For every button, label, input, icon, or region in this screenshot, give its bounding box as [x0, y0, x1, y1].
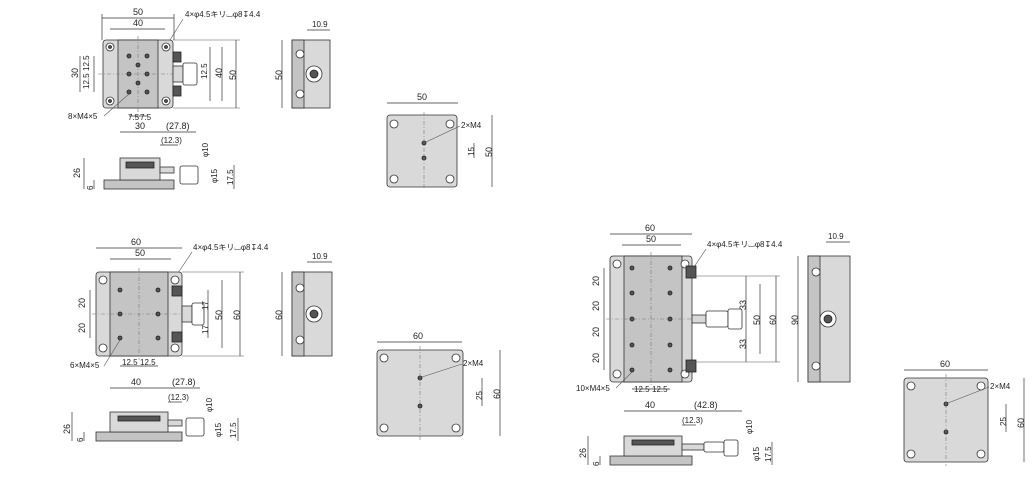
stage-c-bottom-12-5b: 12.5: [652, 385, 668, 394]
stage-c-right-33b: 33: [738, 339, 748, 349]
stage-b-right-17a: 17: [201, 301, 210, 310]
stage-a-side-height-50: 50: [274, 70, 284, 80]
stage-b-bolt-callout: 4×φ4.5キリ⌴φ8↧4.4: [193, 243, 269, 252]
stage-a-front-30: 30: [135, 121, 145, 131]
stage-a-width-50: 50: [133, 7, 143, 17]
stage-c-front-6: 6: [592, 461, 601, 466]
stage-c-front-phi10: φ10: [745, 419, 754, 434]
stage-b-base-25: 25: [475, 391, 484, 400]
stage-a-front-17-5: 17.5: [226, 169, 235, 185]
stage-b-tap-callout: 6×M4×5: [70, 361, 100, 370]
stage-a-base-50: 50: [417, 92, 427, 102]
stage-b-base-plate: 60 2×M4 25 60: [376, 331, 502, 440]
stage-b-front-phi10: φ10: [205, 397, 214, 412]
stage-c-pitch-20b: 20: [591, 301, 601, 311]
stage-c-side-view: 10.9 90: [790, 232, 851, 383]
stage-a-front-6: 6: [86, 185, 95, 190]
stage-b-pitch-20a: 20: [77, 298, 87, 308]
stage-c-pitch-20d: 20: [591, 353, 601, 363]
stage-c-bottom-12-5a: 12.5: [634, 385, 650, 394]
stage-c-front-40: 40: [645, 400, 655, 410]
stage-b-top-view: 60 50 4×φ4.5キリ⌴φ8↧4.4 20 20 17 17 50 60 …: [70, 237, 269, 370]
stage-b-base-60: 60: [413, 331, 423, 341]
stage-b-front-27-8: (27.8): [172, 377, 196, 387]
stage-a-front-12-3: (12.3): [161, 136, 182, 145]
stage-a-base-plate: 50 2×M4 15 50: [386, 92, 494, 190]
stage-b-width-60: 60: [131, 237, 141, 247]
stage-c-front-view: 40 (42.8) (12.3) φ10 26 6 φ15 17.5: [578, 400, 773, 466]
stage-c-base-plate: 60 2×M4 25 60: [903, 359, 1026, 466]
stage-c-base-h60: 60: [1016, 418, 1026, 428]
stage-c-front-26: 26: [578, 448, 588, 458]
stage-c-front-42-8: (42.8): [694, 400, 718, 410]
stage-c-front-12-3: (12.3): [682, 416, 703, 425]
stage-a-base-tap: 2×M4: [461, 121, 482, 130]
stage-b-front-view: 40 (27.8) (12.3) φ10 26 6 φ15 17.5: [62, 377, 239, 442]
stage-a-right-50: 50: [228, 70, 238, 80]
stage-a-base-15: 15: [467, 147, 476, 156]
stage-b-front-phi15: φ15: [214, 422, 223, 437]
stage-b-width-50: 50: [135, 248, 145, 258]
stage-a-front-phi15: φ15: [210, 168, 219, 183]
stage-c-front-phi15: φ15: [752, 446, 761, 461]
stage-c-right-60: 60: [768, 315, 778, 325]
stage-c-right-50: 50: [752, 315, 762, 325]
stage-b-front-12-3: (12.3): [168, 393, 189, 402]
stage-b-base-h60: 60: [492, 389, 502, 399]
stage-c-side-10-9: 10.9: [828, 232, 844, 241]
stage-b-front-17-5: 17.5: [229, 422, 238, 438]
stage-c-base-25: 25: [999, 417, 1008, 426]
stage-b-side-10-9: 10.9: [312, 252, 328, 261]
stage-a-side-view: 10.9 50: [274, 20, 331, 109]
stage-c-width-50: 50: [646, 234, 656, 244]
stage-b-side-height-60: 60: [274, 310, 284, 320]
stage-b-right-17b: 17: [201, 325, 210, 334]
stage-a-width-40: 40: [133, 18, 143, 28]
stage-b-right-60: 60: [232, 310, 242, 320]
stage-c-tap-callout: 10×M4×5: [576, 384, 610, 393]
stage-b-base-tap: 2×M4: [463, 359, 484, 368]
stage-b-bottom-12-5b: 12.5: [140, 358, 156, 367]
stage-a-front-27-8: (27.8): [166, 121, 190, 131]
stage-c-top-view: 60 50 4×φ4.5キリ⌴φ8↧4.4 20 20 20 20 33 33 …: [576, 223, 783, 394]
stage-c-bolt-callout: 4×φ4.5キリ⌴φ8↧4.4: [707, 240, 783, 249]
stage-a-front-view: 30 (27.8) (12.3) φ10 26 6 φ15 17.5: [72, 121, 235, 190]
stage-a-side-10-9: 10.9: [312, 20, 328, 29]
stage-b-front-26: 26: [62, 424, 72, 434]
stage-a-top-view: 50 40 4×φ4.5キリ⌴φ8↧4.4 30 12.5 12.5 12.: [68, 7, 261, 122]
stage-c-right-33a: 33: [738, 300, 748, 310]
stage-a-pitch-12-5b: 12.5: [82, 73, 91, 89]
stage-c-width-60: 60: [645, 223, 655, 233]
stage-a-height-30: 30: [70, 68, 80, 78]
stage-c-base-tap: 2×M4: [990, 382, 1011, 391]
stage-b-bottom-12-5a: 12.5: [122, 358, 138, 367]
stage-a-right-40: 40: [214, 68, 224, 78]
stage-c-side-height-90: 90: [790, 315, 800, 325]
stage-c-pitch-20c: 20: [591, 327, 601, 337]
stage-a-base-h50: 50: [484, 147, 494, 157]
stage-a-bottom-7-5a: 7.5: [128, 113, 140, 122]
stage-a-bottom-7-5b: 7.5: [140, 113, 152, 122]
stage-a-right-12-5: 12.5: [200, 63, 209, 79]
stage-a-front-base: [103, 179, 175, 190]
stage-b-right-50: 50: [214, 310, 224, 320]
stage-b-side-view: 10.9 60: [274, 252, 333, 357]
stage-a-front-26: 26: [72, 168, 82, 178]
stage-b-pitch-20b: 20: [77, 323, 87, 333]
stage-c-base-60: 60: [940, 359, 950, 369]
stage-a-tap-callout: 8×M4×5: [68, 112, 98, 121]
stage-c-pitch-20a: 20: [591, 276, 601, 286]
stage-a-bolt-callout: 4×φ4.5キリ⌴φ8↧4.4: [185, 10, 261, 19]
stage-b-front-40: 40: [131, 377, 141, 387]
stage-c-front-17-5: 17.5: [764, 446, 773, 462]
stage-a-front-phi10: φ10: [201, 142, 210, 157]
stage-b-front-6: 6: [76, 437, 85, 442]
stage-a-pitch-12-5a: 12.5: [82, 55, 91, 71]
